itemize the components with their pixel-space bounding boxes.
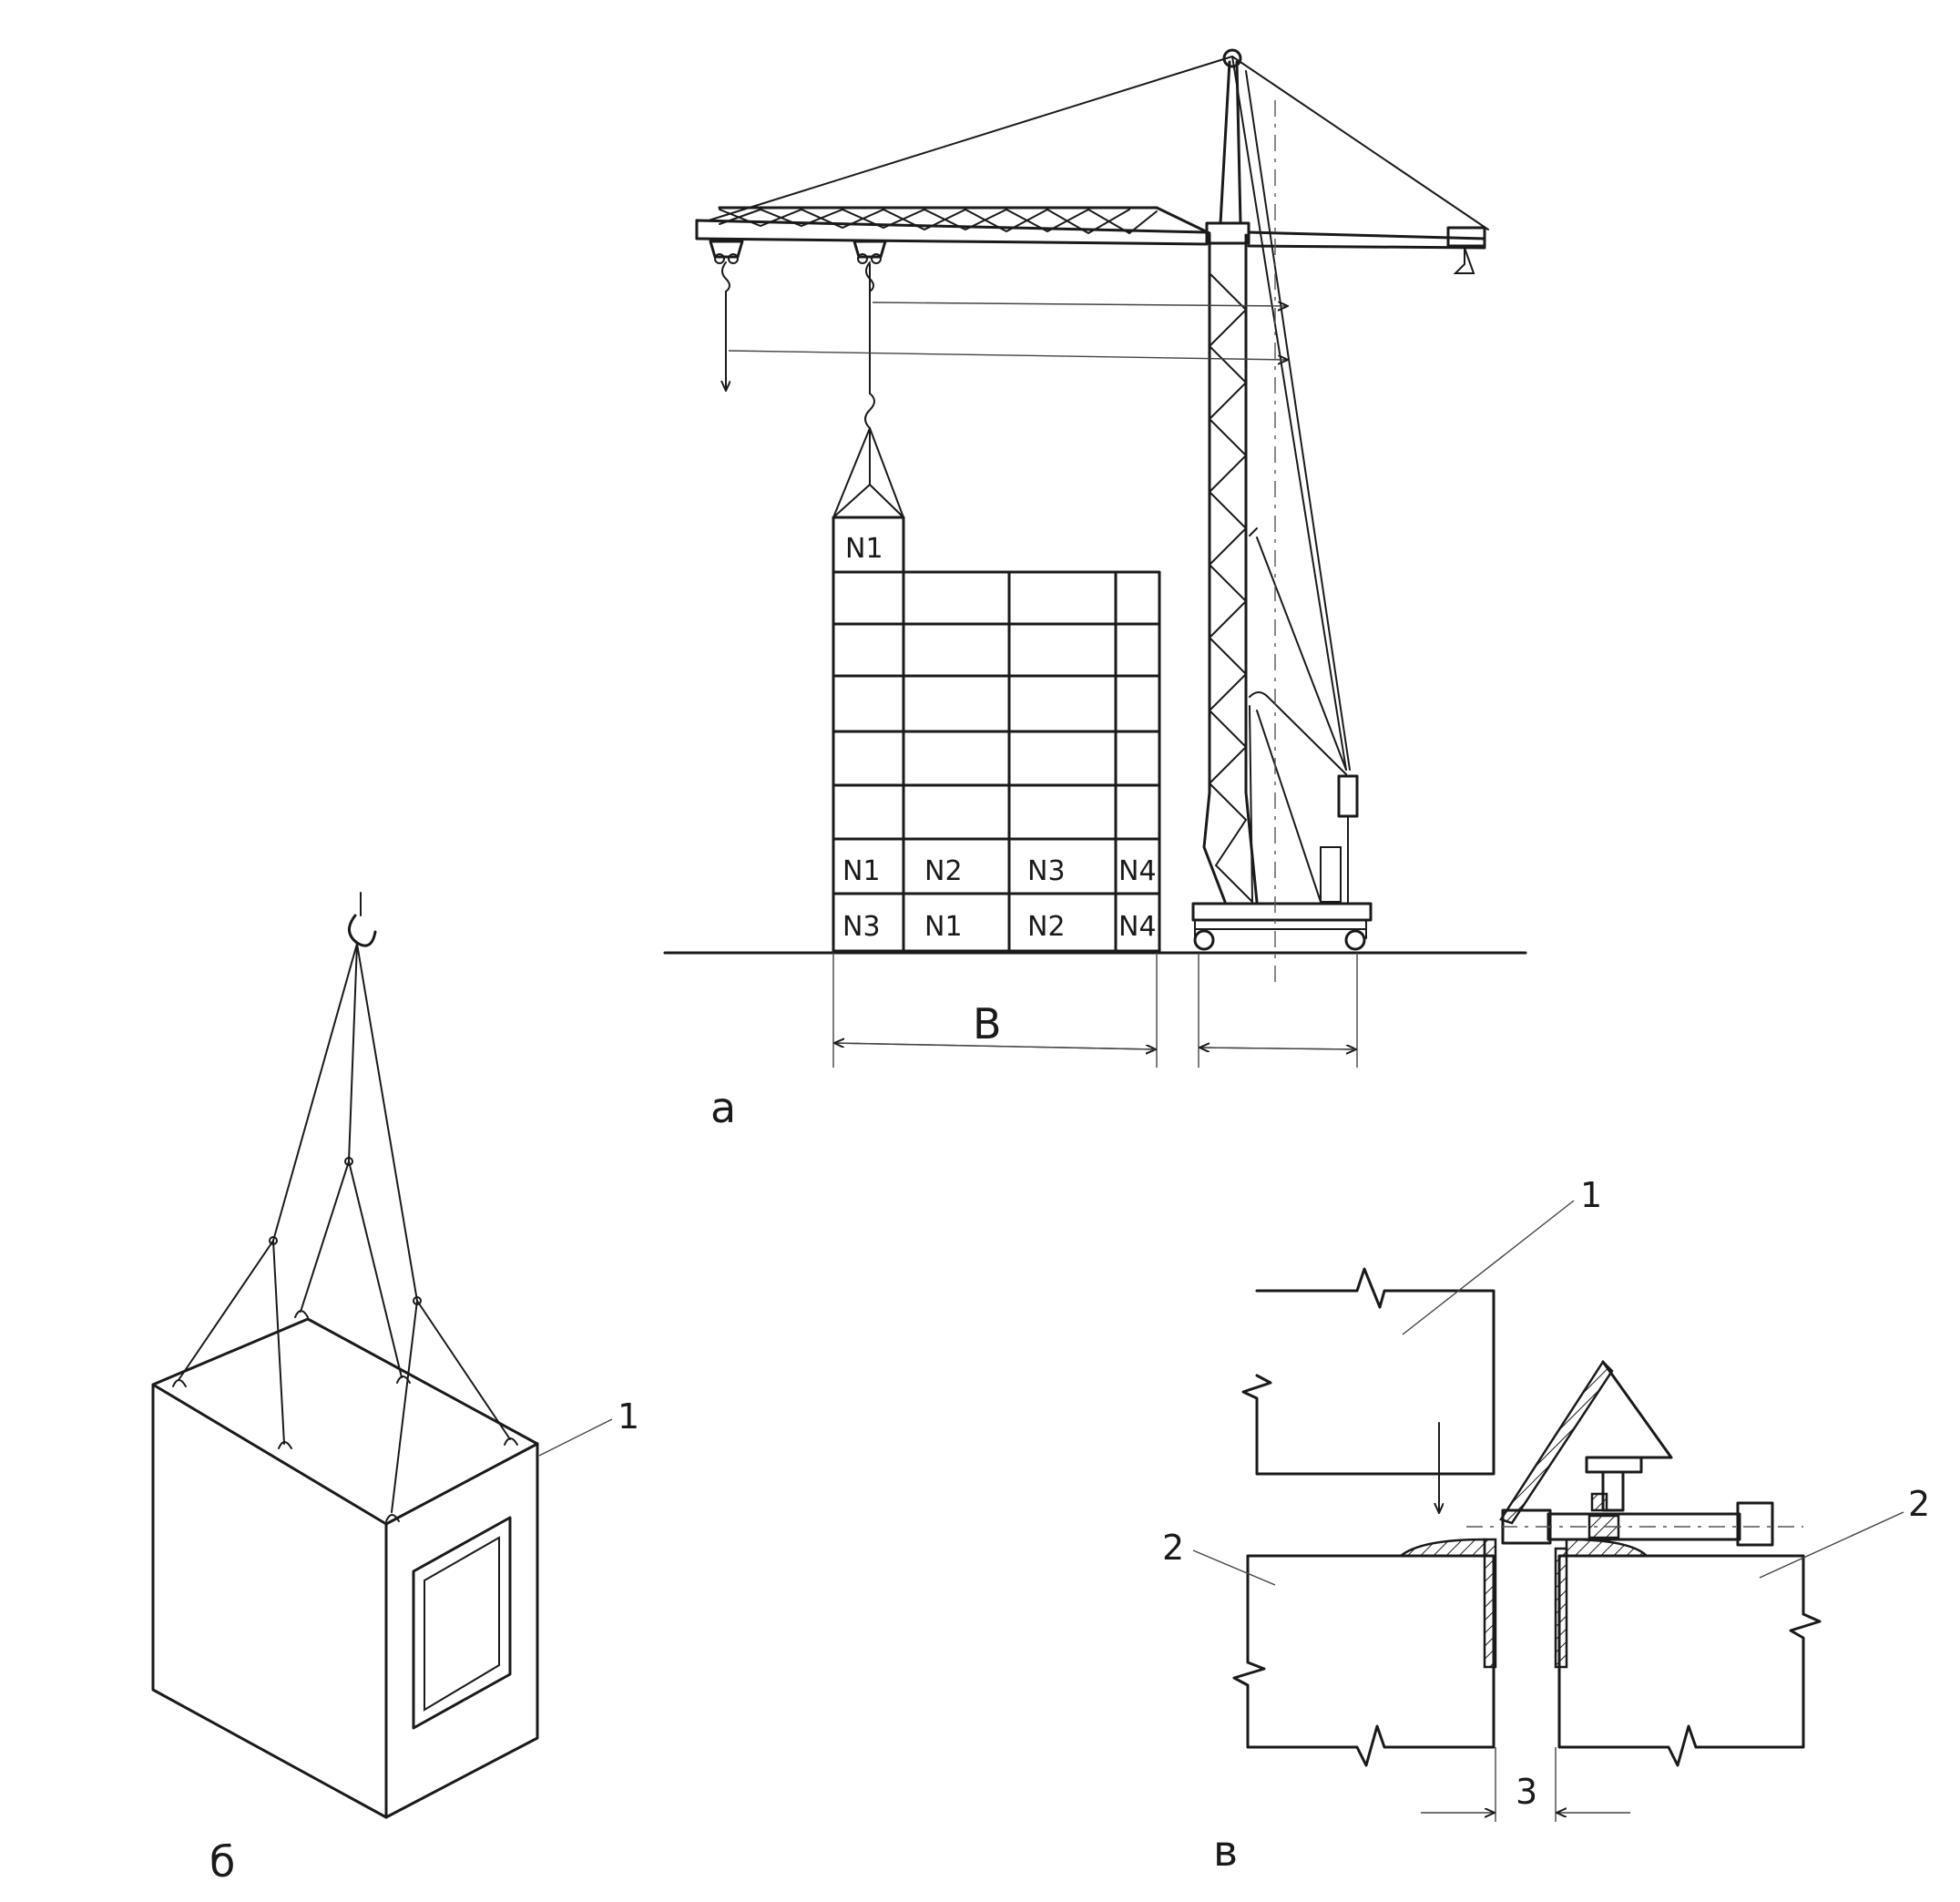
panel-2-right	[1557, 1554, 1822, 1767]
figure-c-label: в	[1213, 1826, 1238, 1876]
dimension-b	[832, 953, 1358, 1068]
box-front	[151, 1383, 388, 1819]
crane-base	[1191, 527, 1373, 951]
box-side	[384, 1442, 539, 1819]
cell-r1-c2: N2	[924, 855, 963, 887]
panel-2-left	[1232, 1554, 1496, 1767]
figure-c-callout-2-left: 2	[1162, 1528, 1184, 1568]
hatched-plate-left	[1397, 1538, 1486, 1558]
cell-r2-c2: N1	[924, 911, 963, 943]
panel-1	[1241, 1267, 1496, 1476]
hatched-leg-left	[1483, 1538, 1497, 1669]
hatched-plate-right	[1565, 1538, 1650, 1558]
alignment-fixture	[1466, 1360, 1803, 1547]
jib-trolleys	[709, 240, 887, 390]
cell-r2-c1: N3	[842, 911, 881, 943]
figure-c-joint-detail: 1 2 2 3 в	[1162, 1175, 1930, 1876]
block-b-slings	[172, 943, 518, 1522]
figure-b-label: б	[209, 1837, 235, 1887]
crane-jib	[695, 206, 1486, 274]
building-frame	[832, 570, 1161, 953]
hatched-leg-right	[1554, 1547, 1568, 1669]
cell-r2-c4: N4	[1118, 911, 1157, 943]
lifted-block	[832, 516, 905, 574]
figure-c-callout-2-right: 2	[1908, 1484, 1930, 1524]
block-slings	[832, 263, 904, 518]
figure-a-label: а	[710, 1083, 736, 1132]
gap-label-3: 3	[1516, 1772, 1537, 1812]
cell-r1-c4: N4	[1118, 855, 1157, 887]
cell-top: N1	[845, 533, 883, 565]
cell-r2-c3: N2	[1027, 911, 1066, 943]
cell-r1-c3: N3	[1027, 855, 1066, 887]
cell-r1-c1: N1	[842, 855, 881, 887]
box-top	[151, 1317, 539, 1526]
figure-a-crane: N1 N1 N2 N3 N4 N3 N1 N2 N4	[663, 48, 1527, 1132]
figure-c-callout-1: 1	[1580, 1175, 1602, 1215]
figure-b-slung-block: 1 б	[151, 892, 639, 1887]
hook-icon	[348, 914, 377, 947]
dimension-label-b: В	[973, 999, 1002, 1048]
figure-b-callout-1: 1	[618, 1396, 639, 1437]
crane-mast	[708, 48, 1489, 904]
window	[412, 1516, 512, 1730]
